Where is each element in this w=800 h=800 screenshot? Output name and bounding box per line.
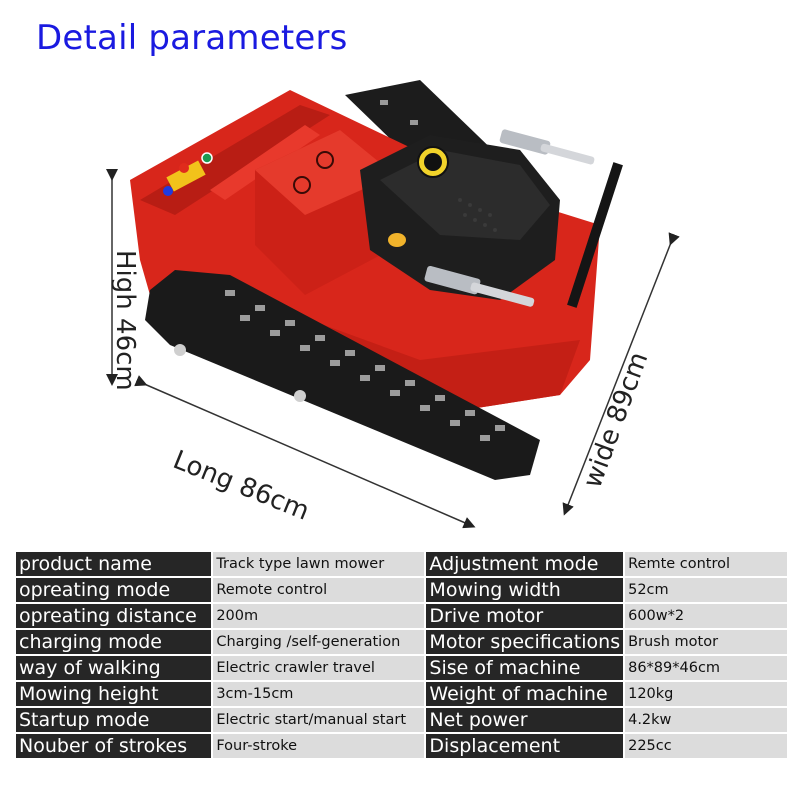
spec-label: Motor specifications [426,630,624,654]
product-image: High 46cm Long 86cm wide 89cm [0,60,800,540]
spec-value: 86*89*46cm [625,656,787,680]
spec-label: charging mode [16,630,212,654]
spec-label: opreating distance [16,604,212,628]
spec-label: Sise of machine [426,656,624,680]
spec-value: 3cm-15cm [213,682,425,706]
height-label: High 46cm [110,250,140,391]
length-arrow [134,375,476,529]
oil-cap [388,233,406,247]
spec-label: product name [16,552,212,576]
table-row: Startup mode Electric start/manual start… [16,708,787,732]
spec-label: Nouber of strokes [16,734,212,758]
spec-value: 600w*2 [625,604,787,628]
spec-value: 200m [213,604,425,628]
spec-label: opreating mode [16,578,212,602]
spec-label: Mowing width [426,578,624,602]
lawn-mower-illustration [106,80,680,529]
spec-label: Drive motor [426,604,624,628]
spec-label: Net power [426,708,624,732]
spec-value: Charging /self-generation [213,630,425,654]
page-title: Detail parameters [36,18,348,58]
spec-label: Displacement [426,734,624,758]
spec-label: Mowing height [16,682,212,706]
spec-value: 4.2kw [625,708,787,732]
table-row: charging mode Charging /self-generation … [16,630,787,654]
specifications-table: product name Track type lawn mower Adjus… [14,550,789,760]
width-arrow [562,232,680,516]
spec-value: Brush motor [625,630,787,654]
spec-value: Remte control [625,552,787,576]
spec-value: 120kg [625,682,787,706]
table-row: opreating distance 200m Drive motor 600w… [16,604,787,628]
table-row: Nouber of strokes Four-stroke Displaceme… [16,734,787,758]
spec-label: Weight of machine [426,682,624,706]
spec-label: Adjustment mode [426,552,624,576]
table-row: opreating mode Remote control Mowing wid… [16,578,787,602]
spec-value: 225cc [625,734,787,758]
table-row: way of walking Electric crawler travel S… [16,656,787,680]
table-row: product name Track type lawn mower Adjus… [16,552,787,576]
front-track [145,270,540,480]
spec-value: Four-stroke [213,734,425,758]
spec-value: 52cm [625,578,787,602]
spec-label: Startup mode [16,708,212,732]
spec-value: Remote control [213,578,425,602]
table-row: Mowing height 3cm-15cm Weight of machine… [16,682,787,706]
spec-value: Track type lawn mower [213,552,425,576]
spec-value: Electric crawler travel [213,656,425,680]
spec-label: way of walking [16,656,212,680]
spec-value: Electric start/manual start [213,708,425,732]
